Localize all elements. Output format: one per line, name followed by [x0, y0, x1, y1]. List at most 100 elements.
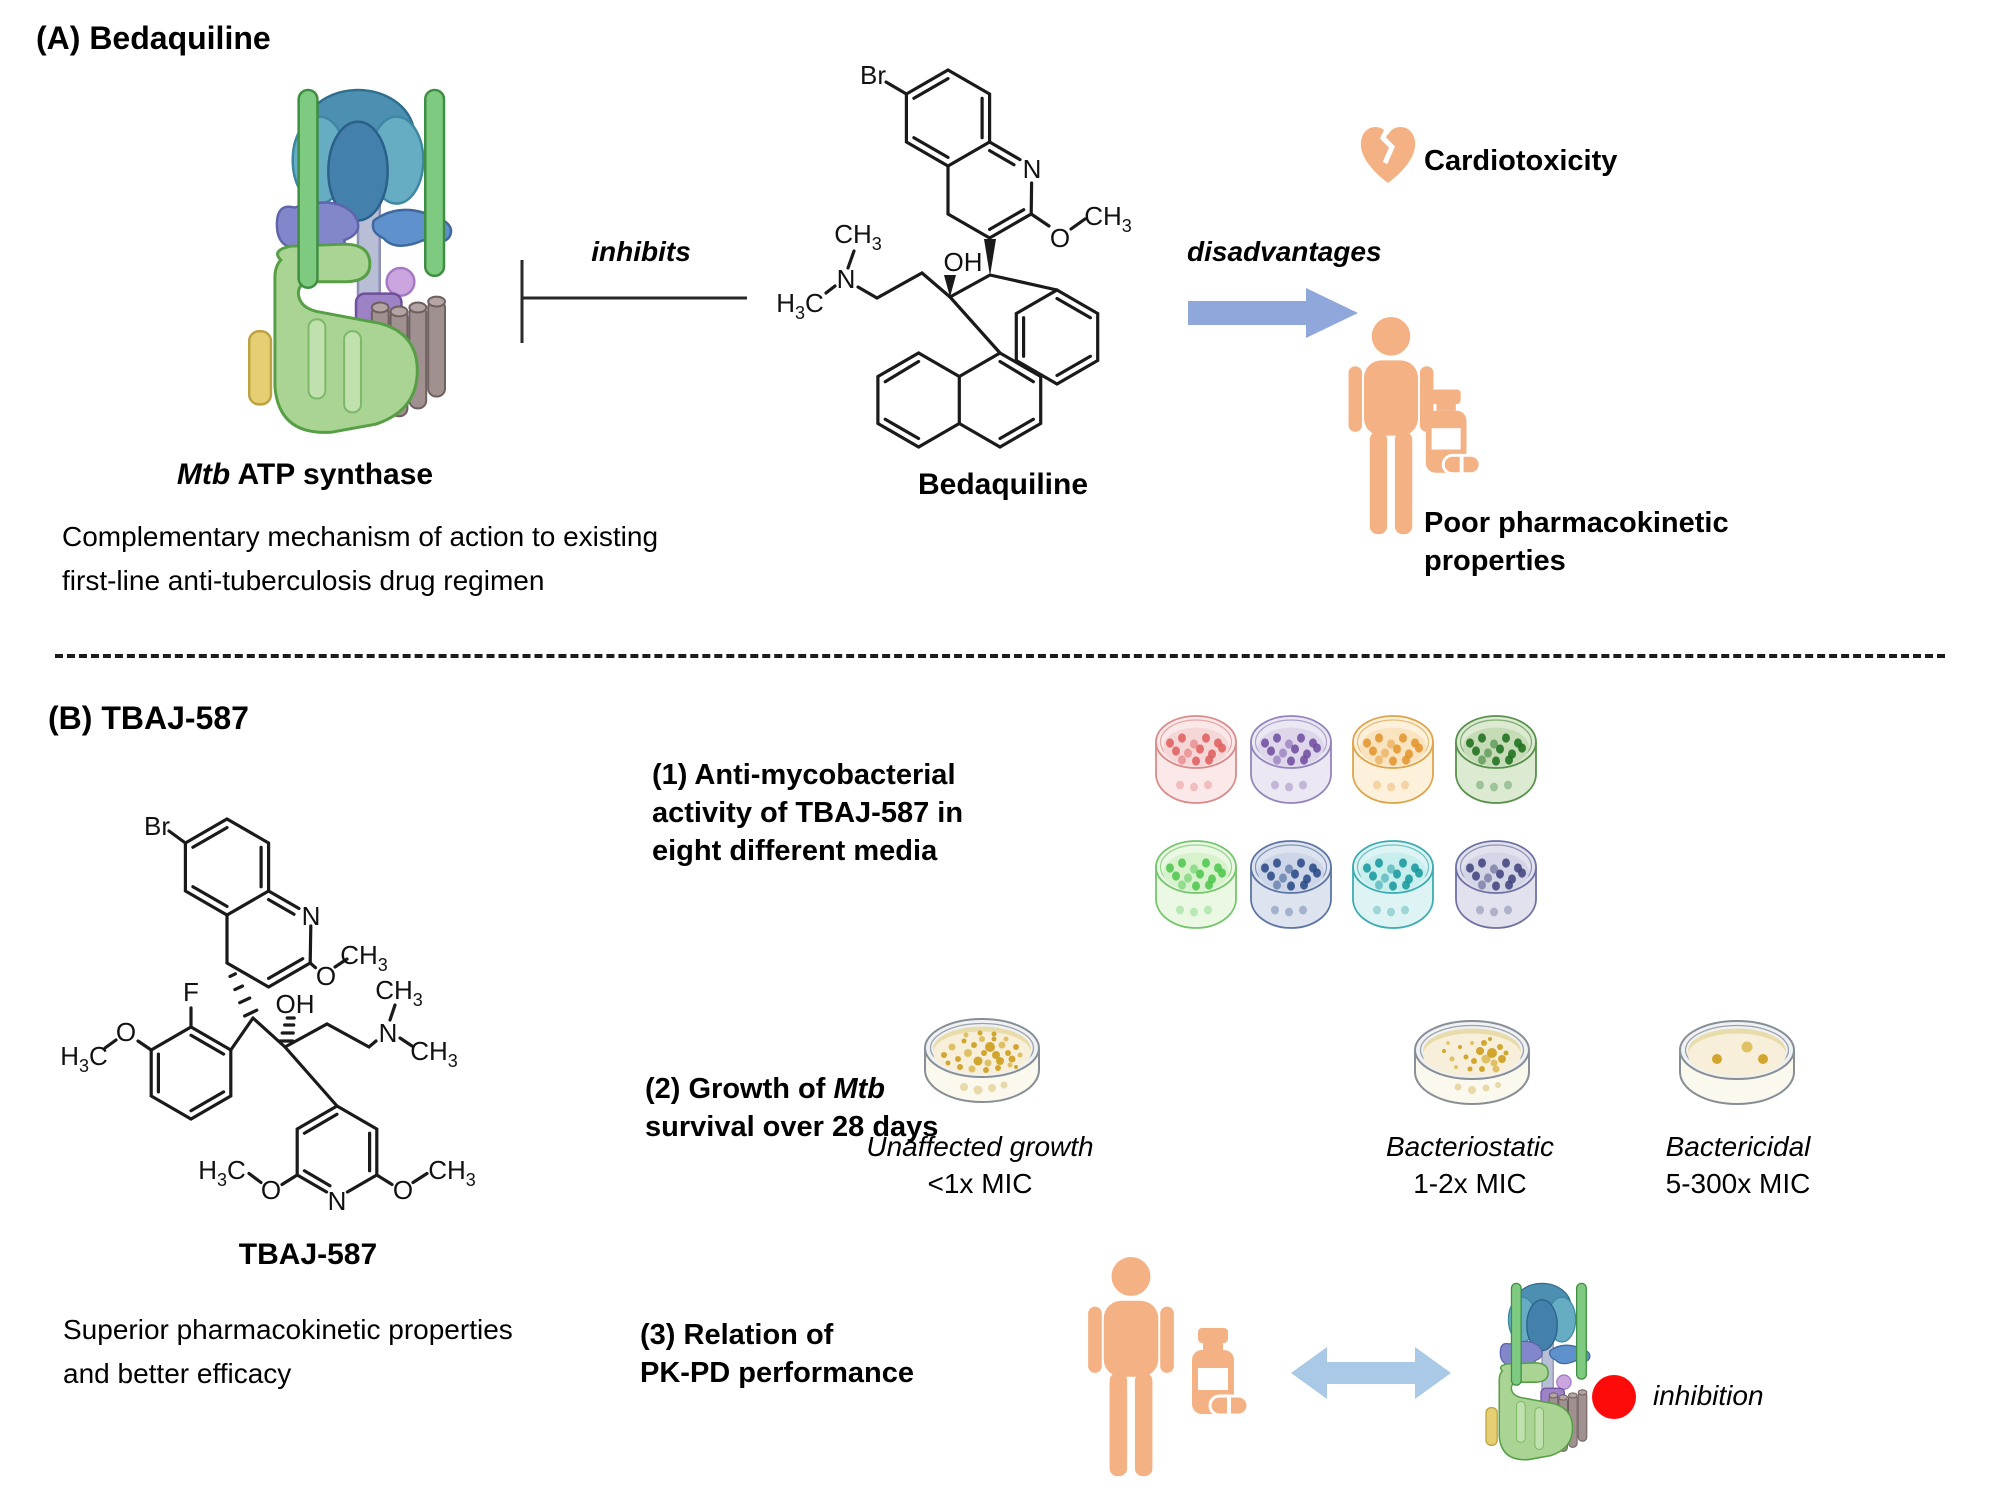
cardiotoxicity-label: Cardiotoxicity	[1424, 145, 1618, 177]
item2-line1: (2) Growth of Mtb	[645, 1070, 938, 1108]
atom-label-h3c: H3C	[60, 1041, 108, 1076]
broken-heart-icon	[1360, 123, 1416, 183]
atom-label-br: Br	[860, 60, 886, 90]
item1-heading: (1) Anti-mycobacterial activity of TBAJ-…	[652, 756, 963, 870]
growth-label3-line1: Bactericidal	[1665, 1131, 1811, 1162]
panel-a-title: (A) Bedaquiline	[36, 20, 271, 56]
tbaj587-label: TBAJ-587	[238, 1238, 378, 1271]
pill-bottle-icon-b	[1192, 1328, 1250, 1417]
petri-dish-svg	[1155, 715, 1237, 804]
atom-label-o-right: O	[393, 1175, 413, 1205]
atp-synthase-label: Mtb ATP synthase	[155, 458, 455, 492]
petri-dish-svg	[1414, 1020, 1530, 1105]
item2-line1-prefix: (2) Growth of	[645, 1073, 834, 1105]
petri-dish-svg	[1155, 840, 1237, 929]
growth-label1-line2: <1x MIC	[927, 1168, 1033, 1199]
growth-label2-line2: 1-2x MIC	[1413, 1168, 1527, 1199]
atom-label-n: N	[302, 901, 321, 931]
pill-bottle-icon-a	[1425, 389, 1482, 476]
wedge-bond	[984, 239, 996, 276]
petri-dish-svg	[1250, 840, 1332, 929]
atom-label-nch3: CH3	[834, 219, 882, 254]
panel-b-description-line1: Superior pharmacokinetic properties	[63, 1314, 513, 1345]
tbaj587-atom-labels: Br N O CH3 F O H3C OH N CH3 CH3 N O H3C …	[60, 811, 476, 1216]
growth-dish-bactericidal	[1672, 1010, 1802, 1127]
petri-dish-svg	[1679, 1020, 1795, 1105]
bedaquiline-bonds	[824, 68, 1100, 449]
media-dish-dark-green	[1451, 706, 1541, 817]
inhibition-label: inhibition	[1653, 1380, 1764, 1411]
atom-label-och3: CH3	[1084, 201, 1132, 236]
item3-heading: (3) Relation of PK-PD performance	[640, 1316, 914, 1392]
atom-label-o: O	[316, 961, 336, 991]
atom-label-pyridine-n: N	[328, 1186, 347, 1216]
petri-dish-svg	[1352, 715, 1434, 804]
atom-label-oh: OH	[944, 247, 983, 277]
item3-line1: (3) Relation of	[640, 1319, 834, 1351]
atom-label-f: F	[183, 977, 199, 1007]
growth-label1-line1: Unaffected growth	[866, 1131, 1094, 1162]
growth-dish-label-bactericidal: Bactericidal 5-300x MIC	[1613, 1128, 1863, 1202]
media-dish-slate	[1451, 831, 1541, 942]
atom-label-n: N	[1023, 154, 1042, 184]
double-arrow-icon	[1291, 1347, 1451, 1399]
atom-label-o: O	[1050, 223, 1070, 253]
panel-b-description-line2: and better efficacy	[63, 1358, 292, 1389]
item1-line2: activity of TBAJ-587 in	[652, 797, 964, 829]
growth-label2-line1: Bacteriostatic	[1385, 1131, 1555, 1162]
disadvantages-label: disadvantages	[1187, 236, 1382, 267]
item3-line2: PK-PD performance	[640, 1357, 914, 1389]
item2-line2: survival over 28 days	[645, 1111, 939, 1143]
atom-label-h3c-left: H3C	[198, 1155, 246, 1190]
atp-label-italic: Mtb	[176, 458, 231, 491]
media-dish-navy	[1246, 831, 1336, 942]
atom-label-nch3-top: CH3	[375, 975, 423, 1010]
panel-a-description-line2: first-line anti-tuberculosis drug regime…	[62, 565, 545, 596]
growth-label3-line2: 5-300x MIC	[1665, 1168, 1811, 1199]
atom-label-nch3-right: CH3	[410, 1036, 458, 1071]
item1-line1: (1) Anti-mycobacterial	[652, 759, 956, 791]
wedge-bond-oh	[944, 275, 956, 297]
atp-synthase-small	[1485, 1282, 1591, 1461]
petri-dish-svg	[1250, 715, 1332, 804]
person-icon-a	[1348, 316, 1434, 535]
petri-dish-svg	[1455, 840, 1537, 929]
atom-label-br: Br	[144, 811, 170, 841]
section-divider	[55, 654, 1945, 658]
atom-label-amine-n: N	[379, 1018, 398, 1048]
atom-label-amine-n: N	[837, 264, 856, 294]
atom-label-oh: OH	[276, 989, 315, 1019]
atom-label-o-left: O	[261, 1175, 281, 1205]
panel-a-description: Complementary mechanism of action to exi…	[62, 515, 658, 603]
poor-pk-label: Poor pharmacokinetic properties	[1424, 504, 1729, 580]
atp-label-rest: ATP synthase	[230, 458, 434, 491]
atom-label-h3c: H3C	[776, 288, 824, 323]
atom-label-och3: CH3	[340, 940, 388, 975]
bedaquiline-atom-labels: Br N O CH3 OH N CH3 H3C	[776, 60, 1132, 323]
atp-synthase-cartoon	[247, 88, 453, 434]
media-dish-light-green	[1151, 831, 1241, 942]
item2-line1-italic: Mtb	[833, 1073, 886, 1105]
poor-pk-line2: properties	[1424, 545, 1566, 577]
growth-dish-label-bacteriostatic: Bacteriostatic 1-2x MIC	[1345, 1128, 1595, 1202]
bedaquiline-label: Bedaquiline	[917, 468, 1089, 501]
panel-b-title: (B) TBAJ-587	[48, 700, 249, 736]
disadvantages-arrow-icon	[1188, 288, 1358, 338]
atp-synthase-illustration	[247, 88, 453, 434]
person-icon-b	[1088, 1256, 1174, 1477]
tbaj587-structure: Br N O CH3 F O H3C OH N CH3 CH3 N O H3C …	[60, 811, 476, 1216]
petri-dish-svg	[1352, 840, 1434, 929]
petri-dish-svg	[924, 1018, 1040, 1103]
item1-line3: eight different media	[652, 835, 938, 867]
atom-label-och3-right: CH3	[428, 1155, 476, 1190]
inhibits-label: inhibits	[591, 236, 691, 267]
inhibit-tbar-icon	[520, 260, 747, 343]
inhibition-dot-icon	[1592, 1375, 1636, 1419]
atom-label-o2: O	[116, 1017, 136, 1047]
petri-dish-svg	[1455, 715, 1537, 804]
panel-a-description-line1: Complementary mechanism of action to exi…	[62, 521, 659, 552]
panel-b-description: Superior pharmacokinetic properties and …	[63, 1308, 513, 1396]
tbaj587-bonds	[103, 817, 429, 1194]
growth-dish-bacteriostatic	[1407, 1010, 1537, 1127]
